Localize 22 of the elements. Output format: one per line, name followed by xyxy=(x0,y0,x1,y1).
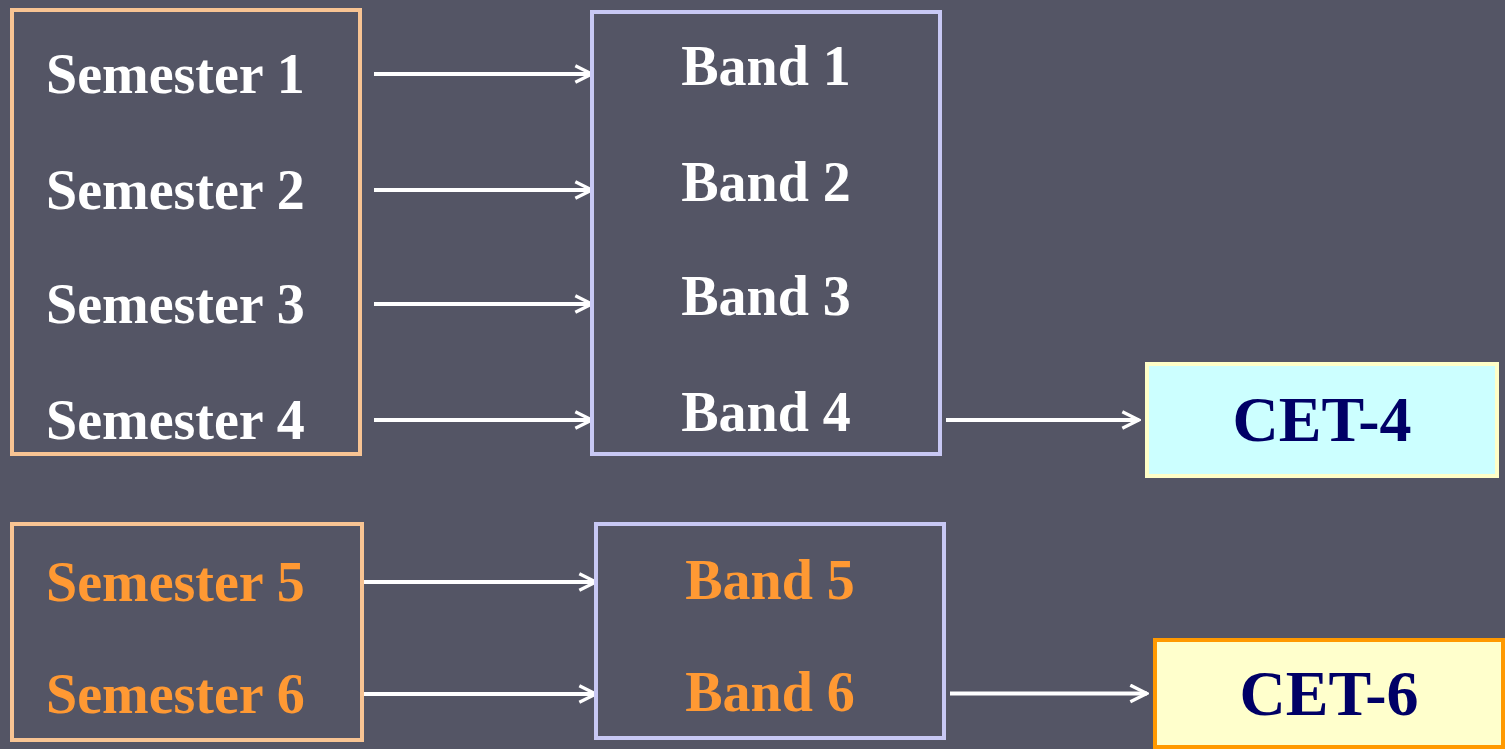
stage-label: Semester 6 xyxy=(24,662,360,726)
group-frame xyxy=(590,10,942,456)
exam-label: CET-6 xyxy=(1239,661,1419,726)
stage-label: Semester 1 xyxy=(34,42,370,106)
stage-label: Semester 5 xyxy=(24,550,360,614)
exam-box xyxy=(1145,362,1499,478)
group-frame xyxy=(10,522,364,742)
stage-label: Band 5 xyxy=(602,548,938,612)
exam-label: CET-4 xyxy=(1232,388,1412,452)
arrow xyxy=(946,410,1141,430)
exam-box xyxy=(1153,638,1505,749)
stage-label: Semester 4 xyxy=(34,388,370,452)
arrow xyxy=(950,683,1149,704)
stage-label: Semester 3 xyxy=(34,272,370,336)
group-frame xyxy=(594,522,946,740)
stage-label: Band 3 xyxy=(598,264,934,328)
stage-label: Semester 2 xyxy=(34,158,370,222)
stage-label: Band 6 xyxy=(602,660,938,724)
group-frame xyxy=(10,8,362,456)
stage-label: Band 2 xyxy=(598,150,934,214)
stage-label: Band 1 xyxy=(598,34,934,98)
stage-label: Band 4 xyxy=(598,380,934,444)
